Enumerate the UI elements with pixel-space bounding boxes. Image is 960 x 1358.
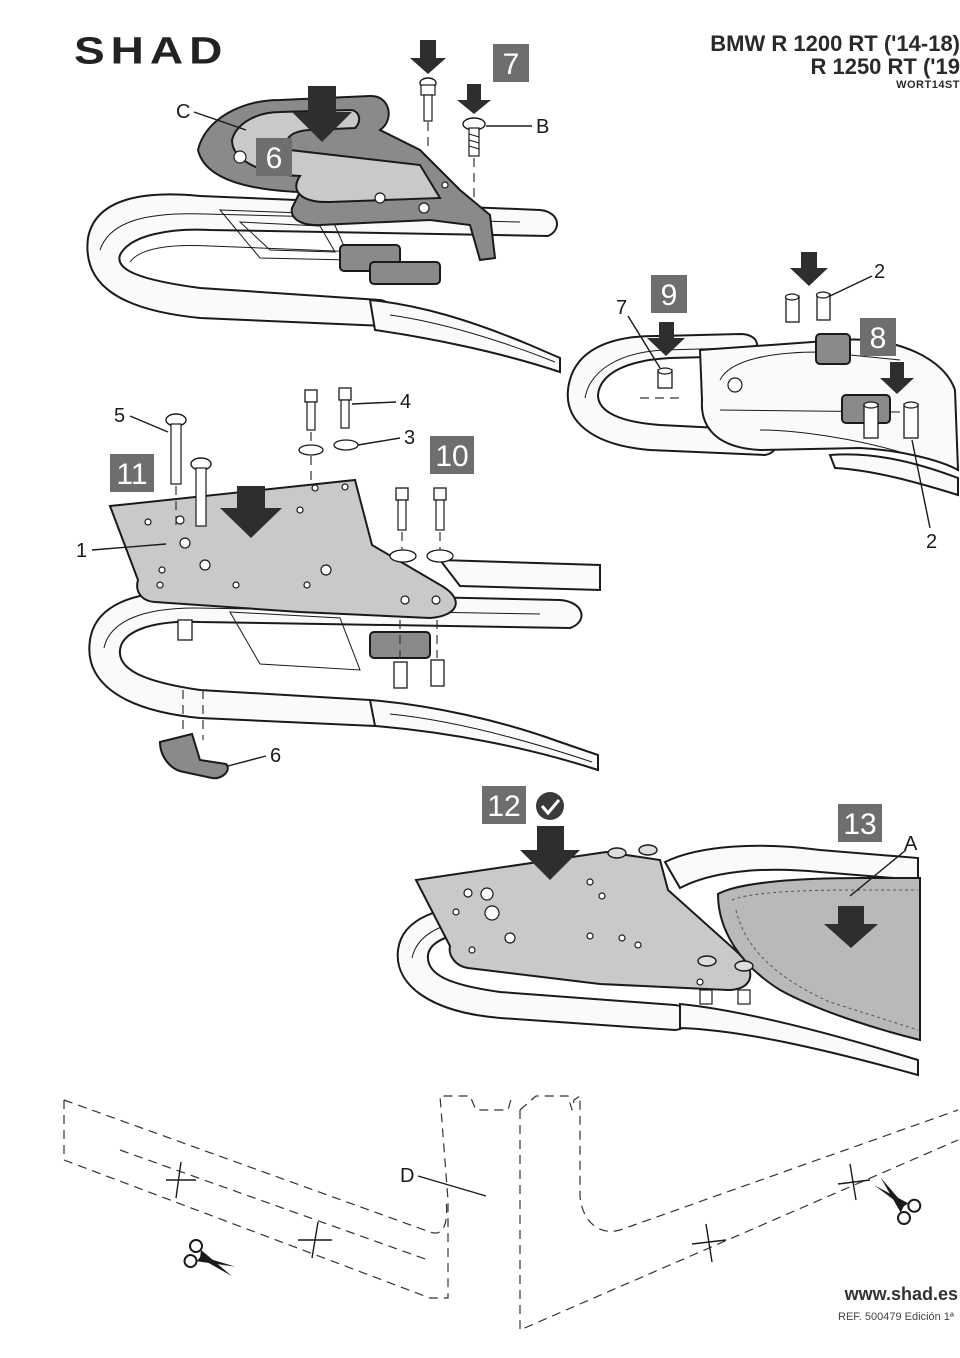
model-title: BMW R 1200 RT ('14-18) R 1250 RT ('19 WO… <box>710 32 960 92</box>
step-10-label: 10 <box>430 436 474 474</box>
screw-b <box>462 117 486 200</box>
arrow-down-icon <box>647 322 685 356</box>
callout-c: C <box>176 101 190 123</box>
step-9-label: 9 <box>651 275 687 313</box>
arrow-down-icon <box>292 86 352 142</box>
screw-upper <box>419 77 437 150</box>
scissors-icon <box>183 1239 236 1277</box>
website-link[interactable]: www.shad.es <box>844 1284 958 1304</box>
model-line-2: R 1250 RT ('19 <box>810 54 960 80</box>
svg-text:7: 7 <box>503 48 520 81</box>
spacer-pair-top <box>784 291 831 323</box>
step-6-label: 6 <box>256 138 292 176</box>
bolt-heads <box>607 844 754 1005</box>
svg-text:12: 12 <box>487 790 520 823</box>
cutting-template: D <box>63 1094 959 1331</box>
callout-2-top: 2 <box>874 261 885 283</box>
callout-6: 6 <box>270 745 281 767</box>
callout-d: D <box>400 1165 414 1187</box>
step-12-label: 12 <box>482 786 526 824</box>
svg-text:10: 10 <box>435 440 468 473</box>
spacer-pair-right <box>863 401 919 439</box>
brand-logo: SHAD <box>74 28 229 72</box>
callout-a: A <box>904 833 918 855</box>
panel-steps-6-7: 7 6 C B <box>86 40 561 374</box>
step-7-label: 7 <box>493 44 529 82</box>
arrow-down-icon <box>520 826 580 880</box>
arrow-down-icon <box>880 362 914 394</box>
callout-3: 3 <box>404 427 415 449</box>
step-11-label: 11 <box>110 454 154 492</box>
step-8-label: 8 <box>860 318 896 356</box>
arrow-down-icon <box>457 84 491 114</box>
scissors-icon <box>874 1177 922 1225</box>
callout-1: 1 <box>76 540 87 562</box>
product-code: WORT14ST <box>896 79 960 92</box>
bracket-6 <box>158 732 229 780</box>
callout-7: 7 <box>616 297 627 319</box>
panel-steps-12-13: 12 13 A <box>396 786 921 1077</box>
screw-5-pair <box>165 413 212 530</box>
plate-installed <box>414 850 752 992</box>
reference-number: REF. 500479 Edición 1ª <box>838 1311 954 1323</box>
svg-text:8: 8 <box>870 322 887 355</box>
model-line-1: BMW R 1200 RT ('14-18) <box>710 31 960 56</box>
svg-text:11: 11 <box>116 458 147 491</box>
crosshair-marks <box>166 1161 871 1263</box>
arrow-down-icon <box>824 906 878 948</box>
callout-2-bottom: 2 <box>926 531 937 553</box>
svg-text:6: 6 <box>266 142 283 175</box>
arrow-down-icon <box>220 486 282 538</box>
screw-10-pair <box>389 487 454 563</box>
check-icon <box>536 792 564 820</box>
svg-text:9: 9 <box>661 279 678 312</box>
panel-steps-8-9: 9 8 2 7 2 <box>566 252 960 553</box>
callout-5: 5 <box>114 405 125 427</box>
svg-text:13: 13 <box>843 808 876 841</box>
callout-4: 4 <box>400 391 411 413</box>
arrow-down-icon <box>790 252 828 286</box>
spacer-7 <box>640 367 680 399</box>
panel-steps-10-11: 11 10 5 4 3 1 6 <box>76 387 601 780</box>
screw-4-pair <box>298 387 359 482</box>
arrow-down-icon <box>410 40 446 74</box>
step-13-label: 13 <box>838 804 882 842</box>
callout-b: B <box>536 116 549 138</box>
